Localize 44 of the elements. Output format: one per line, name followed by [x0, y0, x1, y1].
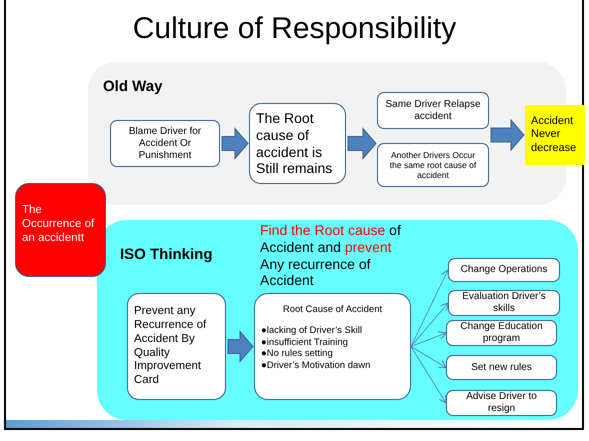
panel-heading: ISO Thinking [120, 246, 212, 264]
process-box [377, 92, 489, 129]
block-arrow [348, 127, 377, 160]
arrow [410, 302, 448, 347]
bullet-item: ●insufficient Training [261, 336, 349, 348]
process-box [377, 143, 489, 187]
bullet-item: ●lacking of Driver’s Skill [261, 325, 363, 337]
trigger-box [15, 183, 106, 277]
panel-heading: Old Way [103, 78, 162, 96]
node-text: The Root cause of accident is Still remains [256, 110, 334, 178]
bullet-item: ●Driver’s Motivation dawn [261, 360, 372, 371]
node-text: Accident Never decrease [531, 115, 578, 155]
result-box [525, 105, 585, 165]
process-box [254, 293, 411, 400]
process-box [446, 355, 557, 380]
arrow [410, 270, 450, 347]
block-arrow [490, 118, 525, 152]
node-text: Change Education program [459, 321, 544, 345]
node-text: Another Drivers Occur the same root cause of accident [388, 150, 478, 180]
node-text: Advise Driver to resign [465, 391, 538, 415]
node-text: The Occurrence of an accidentt [22, 204, 96, 246]
process-box [448, 258, 560, 282]
section-panel [97, 220, 578, 420]
process-box [446, 390, 557, 416]
process-box [249, 103, 346, 184]
arrow [410, 346, 446, 404]
node-text: Change Operations [460, 264, 548, 276]
arrow [410, 346, 446, 368]
node-text: Prevent any Recurrence of Accident By Quality Improvement Card [134, 305, 208, 388]
slide-title: Culture of Responsibility [132, 12, 458, 46]
process-box [110, 120, 220, 167]
process-box [127, 293, 226, 400]
process-box [446, 320, 557, 346]
node-text: Blame Driver for Accident Or Punishment [128, 126, 202, 162]
goal-statement: Find the Root cause of Accident and prevent Any recurrence of Accident [260, 222, 402, 290]
node-text: Set new rules [470, 362, 533, 374]
node-text: Evaluation Driver’s skills [461, 291, 547, 315]
bullet-item: ●No rules setting [261, 348, 334, 360]
node-text: Same Driver Relapse accident [384, 98, 482, 122]
box-heading: Root Cause of Accident [282, 304, 384, 316]
block-arrow [222, 127, 249, 160]
arrow [410, 331, 446, 347]
process-box [448, 290, 560, 316]
block-arrow [228, 330, 254, 363]
